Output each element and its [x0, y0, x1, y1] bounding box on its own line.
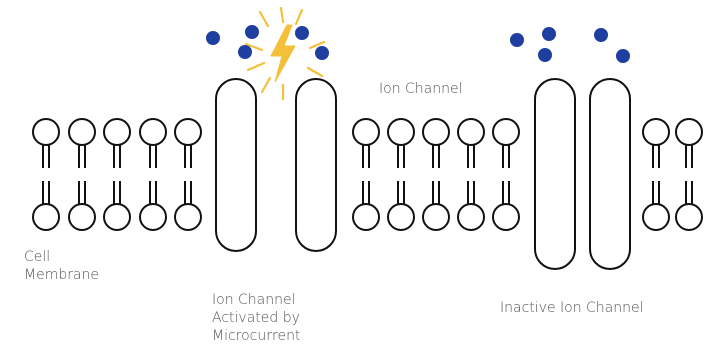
phospholipid	[103, 118, 131, 231]
lipid-head	[387, 203, 415, 231]
label-line: Microcurrent	[212, 328, 301, 344]
ions-inactive	[510, 27, 630, 63]
lipid-head	[174, 203, 202, 231]
phospholipid	[32, 118, 60, 231]
phospholipid	[422, 118, 450, 231]
phospholipid	[139, 118, 167, 231]
channel-protein-left	[215, 78, 257, 252]
lipid-head	[422, 118, 450, 146]
phospholipid	[68, 118, 96, 231]
label-inactive-channel: Inactive Ion Channel	[500, 299, 644, 317]
phospholipid	[675, 118, 703, 231]
ion-dot-icon	[315, 46, 329, 60]
lipid-group-right	[642, 118, 703, 231]
ion-dot-icon	[295, 26, 309, 40]
label-ion-channel: Ion Channel	[379, 80, 463, 98]
lipid-head	[68, 203, 96, 231]
lipid-head	[139, 203, 167, 231]
lipid-group-left	[32, 118, 202, 231]
lipid-group-middle	[352, 118, 520, 231]
lipid-head	[492, 203, 520, 231]
ion-dot-icon	[616, 49, 630, 63]
channel-protein-left	[534, 78, 576, 270]
ion-dot-icon	[538, 48, 552, 62]
phospholipid	[174, 118, 202, 231]
lipid-head	[642, 203, 670, 231]
lipid-head	[492, 118, 520, 146]
lipid-head	[675, 203, 703, 231]
ion-dot-icon	[238, 45, 252, 59]
lipid-head	[68, 118, 96, 146]
label-line: Ion Channel	[379, 81, 463, 97]
label-line: Activated by	[212, 310, 300, 326]
lipid-head	[32, 203, 60, 231]
lipid-head	[352, 203, 380, 231]
phospholipid	[492, 118, 520, 231]
lipid-head	[103, 118, 131, 146]
label-activated-channel: Ion Channel Activated by Microcurrent	[212, 291, 300, 345]
phospholipid	[642, 118, 670, 231]
ion-dot-icon	[542, 27, 556, 41]
ions-activated	[206, 25, 329, 60]
lipid-head	[139, 118, 167, 146]
channel-protein-right	[589, 78, 631, 270]
lipid-head	[457, 203, 485, 231]
lipid-head	[32, 118, 60, 146]
lipid-head	[103, 203, 131, 231]
ion-dot-icon	[594, 28, 608, 42]
lipid-head	[642, 118, 670, 146]
label-line: Cell	[24, 249, 51, 265]
activated-ion-channel	[215, 78, 337, 252]
phospholipid	[457, 118, 485, 231]
phospholipid	[387, 118, 415, 231]
channel-protein-right	[295, 78, 337, 252]
lipid-head	[352, 118, 380, 146]
ion-dot-icon	[206, 31, 220, 45]
lipid-head	[387, 118, 415, 146]
inactive-ion-channel	[534, 78, 631, 270]
lipid-head	[174, 118, 202, 146]
phospholipid	[352, 118, 380, 231]
label-cell-membrane: Cell Membrane	[24, 248, 99, 284]
ion-dot-icon	[510, 33, 524, 47]
lipid-head	[675, 118, 703, 146]
label-line: Membrane	[24, 267, 100, 283]
label-line: Inactive Ion Channel	[500, 300, 644, 316]
lightning-bolt-icon	[244, 6, 326, 101]
ion-dot-icon	[245, 25, 259, 39]
label-line: Ion Channel	[212, 292, 296, 308]
lipid-head	[457, 118, 485, 146]
lipid-head	[422, 203, 450, 231]
